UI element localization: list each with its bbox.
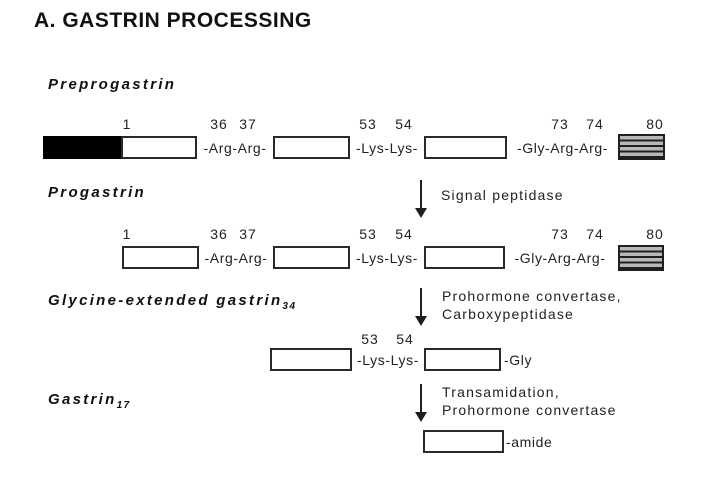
residue-number: 37 <box>239 226 257 242</box>
residue-number: 74 <box>586 226 604 242</box>
enzyme-label-prohormone-convertase: Prohormone convertase, Carboxypeptidase <box>442 287 622 323</box>
peptide-box <box>273 136 350 159</box>
enzyme-label-transamidation: Transamidation, Prohormone convertase <box>442 383 617 419</box>
section-label-subscript: 17 <box>116 400 131 411</box>
residue-number: 74 <box>586 116 604 132</box>
arrow-stem <box>420 288 422 317</box>
cleavage-site-label: -Gly-Arg-Arg- <box>514 250 606 266</box>
residue-number: 53 <box>361 331 379 347</box>
cleavage-site-label: -Gly-Arg-Arg- <box>516 140 609 156</box>
residue-number: 36 <box>210 226 228 242</box>
arrow-head <box>415 412 427 422</box>
residue-number: 53 <box>359 116 377 132</box>
peptide-box <box>121 136 197 159</box>
peptide-box <box>270 348 352 371</box>
section-label-glycine-extended-gastrin: Glycine-extended gastrin34 <box>48 292 297 312</box>
residue-number: 1 <box>122 226 132 242</box>
cleavage-site-label: -Lys-Lys- <box>357 352 419 368</box>
residue-number: 80 <box>646 116 664 132</box>
arrow-head <box>415 316 427 326</box>
cleavage-site-label: -Arg-Arg- <box>204 250 268 266</box>
cleavage-site-label: -Arg-Arg- <box>203 140 267 156</box>
enzyme-line: Prohormone convertase <box>442 402 617 418</box>
residue-number: 80 <box>646 226 664 242</box>
residue-number: 54 <box>395 226 413 242</box>
section-label-gastrin17: Gastrin17 <box>48 391 131 411</box>
cleavage-site-label: -Lys-Lys- <box>356 140 418 156</box>
residue-number: 73 <box>551 116 569 132</box>
down-arrow-icon <box>415 180 427 218</box>
section-label-progastrin: Progastrin <box>48 184 147 201</box>
enzyme-label-signal-peptidase: Signal peptidase <box>441 187 564 203</box>
arrow-stem <box>420 180 422 209</box>
peptide-box <box>273 246 350 269</box>
residue-number: 36 <box>210 116 228 132</box>
peptide-box <box>424 348 501 371</box>
cleavage-site-label: -Lys-Lys- <box>356 250 418 266</box>
figure-title: A. GASTRIN PROCESSING <box>34 9 312 32</box>
enzyme-line: Carboxypeptidase <box>442 306 575 322</box>
signal-peptide-box <box>43 136 122 159</box>
peptide-box <box>424 136 507 159</box>
arrow-stem <box>420 384 422 413</box>
down-arrow-icon <box>415 288 427 326</box>
peptide-box <box>122 246 199 269</box>
section-label-text: Gastrin <box>48 391 117 408</box>
arrow-head <box>415 208 427 218</box>
peptide-box <box>424 246 505 269</box>
cleavage-site-label: -Gly <box>504 352 533 368</box>
section-label-subscript: 34 <box>282 301 297 312</box>
peptide-box <box>423 430 504 453</box>
residue-number: 73 <box>551 226 569 242</box>
c-terminal-flag-box <box>618 245 664 271</box>
section-label-text: Glycine-extended gastrin <box>48 292 283 309</box>
residue-number: 53 <box>359 226 377 242</box>
down-arrow-icon <box>415 384 427 422</box>
c-terminal-flag-box <box>618 134 665 160</box>
enzyme-line: Transamidation, <box>442 384 560 400</box>
cleavage-site-label: -amide <box>506 434 553 450</box>
residue-number: 54 <box>396 331 414 347</box>
enzyme-line: Prohormone convertase, <box>442 288 622 304</box>
residue-number: 1 <box>122 116 132 132</box>
section-label-preprogastrin: Preprogastrin <box>48 76 177 93</box>
residue-number: 37 <box>239 116 257 132</box>
residue-number: 54 <box>395 116 413 132</box>
